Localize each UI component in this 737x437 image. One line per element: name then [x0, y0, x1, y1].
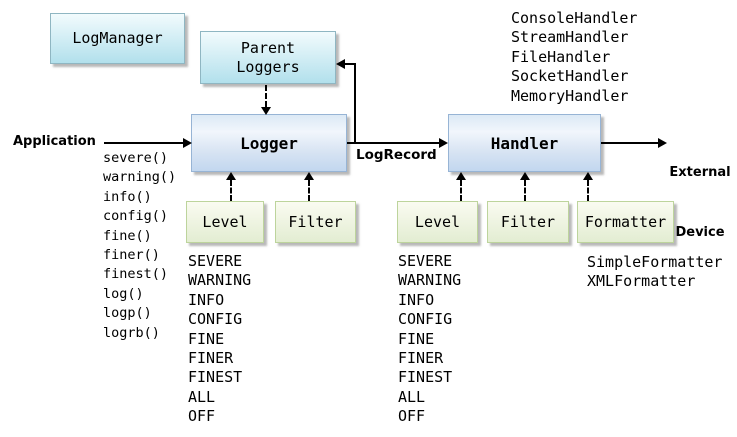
handler-formatter-arrowhead-icon	[583, 172, 593, 180]
handler-to-external-arrow-line	[601, 142, 658, 144]
logger-filter-label: Filter	[288, 212, 343, 231]
list-item: CONFIG	[398, 310, 453, 329]
list-item: OFF	[188, 407, 216, 426]
list-item: FINER	[188, 349, 234, 368]
list-item: warning()	[103, 169, 177, 186]
logger-to-handler-arrowhead-icon	[439, 138, 448, 148]
logger-level-dashed-line	[230, 180, 232, 201]
list-item: SocketHandler	[511, 67, 629, 86]
list-item: ALL	[398, 387, 426, 406]
list-item: StreamHandler	[511, 28, 629, 47]
list-item: INFO	[188, 290, 225, 309]
logger-to-parent-vertical-line	[354, 63, 356, 144]
list-item: WARNING	[188, 271, 252, 290]
logger-level-arrowhead-icon	[226, 172, 236, 180]
parent-loggers-label-line1: Parent	[240, 38, 296, 57]
log-manager-label: LogManager	[72, 29, 163, 47]
logger-level-label: Level	[202, 212, 248, 231]
logger-method-list: severe() warning() info() config() fine() fin…	[103, 149, 176, 343]
log-record-label: LogRecord	[356, 147, 437, 163]
handler-formatter-box: Formatter	[577, 201, 674, 243]
parent-to-logger-arrowhead-icon	[261, 107, 271, 115]
list-item: ALL	[188, 387, 216, 406]
external-device-line2: Device	[675, 225, 725, 240]
logger-level-box: Level	[186, 201, 264, 243]
handler-filter-label: Filter	[500, 212, 556, 231]
list-item: FINEST	[188, 368, 243, 387]
external-device-label: External Device	[661, 123, 737, 283]
application-to-logger-arrowhead-icon	[183, 138, 192, 148]
handler-box: Handler	[448, 114, 601, 172]
handler-level-label: Level	[414, 212, 461, 231]
log-manager-box: LogManager	[50, 13, 185, 64]
logger-box: Logger	[191, 114, 347, 172]
list-item: FINER	[398, 349, 444, 368]
list-item: SEVERE	[398, 252, 453, 270]
handler-filter-box: Filter	[487, 201, 569, 243]
external-device-line1: External	[669, 165, 731, 180]
list-item: finest()	[103, 266, 169, 283]
handler-to-external-arrowhead-icon	[658, 138, 667, 148]
list-item: severe()	[103, 150, 169, 166]
logger-filter-arrowhead-icon	[304, 172, 314, 180]
list-item: FINEST	[398, 368, 453, 387]
logger-to-parent-arrowhead-icon	[336, 59, 345, 69]
parent-loggers-label-line2: Loggers	[236, 57, 300, 76]
list-item: log()	[103, 285, 144, 302]
handler-formatter-label: Formatter	[584, 212, 667, 231]
parent-to-logger-dashed-line	[265, 85, 267, 107]
list-item: OFF	[398, 407, 426, 426]
handler-filter-arrowhead-icon	[520, 172, 530, 180]
list-item: fine()	[103, 227, 152, 244]
handler-level-dashed-line	[460, 180, 462, 201]
logger-to-handler-arrow-line	[347, 142, 439, 144]
logger-label: Logger	[240, 133, 298, 153]
list-item: XMLFormatter	[587, 272, 696, 291]
logger-to-parent-horizontal-line	[345, 63, 356, 65]
list-item: MemoryHandler	[511, 86, 629, 105]
list-item: logrb()	[103, 324, 160, 341]
list-item: logp()	[103, 305, 152, 322]
list-item: FileHandler	[511, 47, 611, 66]
list-item: CONFIG	[188, 310, 243, 329]
list-item: FINE	[188, 329, 225, 348]
handler-level-arrowhead-icon	[456, 172, 466, 180]
list-item: ConsoleHandler	[511, 9, 638, 27]
handler-level-box: Level	[397, 201, 478, 243]
handler-label: Handler	[490, 133, 559, 153]
handler-filter-dashed-line	[524, 180, 526, 201]
parent-loggers-box: Parent Loggers	[200, 31, 336, 84]
logger-filter-dashed-line	[308, 180, 310, 201]
application-to-logger-arrow-line	[104, 142, 184, 144]
list-item: info()	[103, 188, 152, 205]
list-item: config()	[103, 208, 169, 225]
application-label: Application	[13, 134, 96, 149]
logger-filter-box: Filter	[275, 201, 356, 243]
list-item: SimpleFormatter	[587, 253, 723, 271]
handler-formatter-dashed-line	[587, 180, 589, 201]
list-item: INFO	[398, 290, 435, 309]
list-item: WARNING	[398, 271, 462, 290]
list-item: FINE	[398, 329, 435, 348]
list-item: SEVERE	[188, 252, 243, 270]
list-item: finer()	[103, 247, 160, 264]
